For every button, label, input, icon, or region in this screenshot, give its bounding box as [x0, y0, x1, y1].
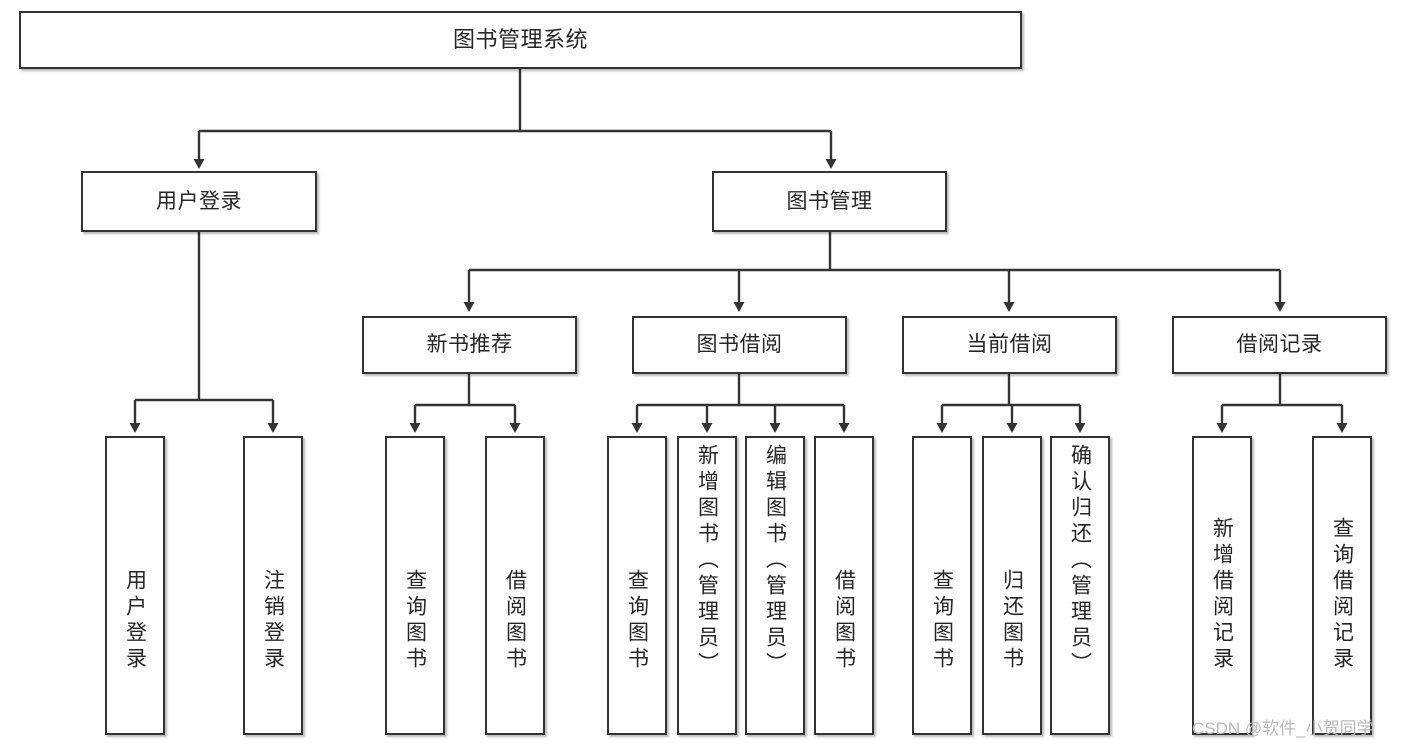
leaf-query-book-borrow[interactable]: 查询图书: [607, 436, 667, 735]
node-root[interactable]: 图书管理系统: [19, 11, 1022, 69]
node-current-borrow[interactable]: 当前借阅: [902, 316, 1117, 374]
node-borrow-record-label: 借阅记录: [1236, 333, 1323, 357]
leaf-query-book-recommend[interactable]: 查询图书: [385, 436, 445, 735]
leaf-query-book-recommend-label: 查询图书: [403, 569, 427, 673]
node-book-management[interactable]: 图书管理: [712, 171, 947, 232]
leaf-borrow-book-label: 借阅图书: [832, 569, 856, 673]
leaf-confirm-return-admin-label: 确认归还（管理员）: [1068, 444, 1092, 678]
node-root-label: 图书管理系统: [452, 26, 588, 52]
node-user-login[interactable]: 用户登录: [81, 171, 317, 232]
leaf-query-book-current-label: 查询图书: [930, 569, 954, 673]
leaf-user-login-label: 用户登录: [123, 569, 147, 673]
node-book-borrow-label: 图书借阅: [696, 333, 783, 357]
leaf-edit-book-admin[interactable]: 编辑图书（管理员）: [745, 436, 805, 735]
node-user-login-label: 用户登录: [156, 189, 242, 213]
leaf-user-login[interactable]: 用户登录: [105, 436, 165, 735]
node-borrow-record[interactable]: 借阅记录: [1172, 316, 1387, 374]
node-book-management-label: 图书管理: [786, 189, 873, 213]
leaf-edit-book-admin-label: 编辑图书（管理员）: [763, 444, 787, 678]
leaf-add-book-admin[interactable]: 新增图书（管理员）: [677, 436, 737, 735]
leaf-query-book-borrow-label: 查询图书: [625, 569, 649, 673]
leaf-query-borrow-record-label: 查询借阅记录: [1330, 517, 1354, 673]
leaf-borrow-book-recommend[interactable]: 借阅图书: [485, 436, 545, 735]
leaf-add-book-admin-label: 新增图书（管理员）: [695, 444, 719, 678]
leaf-confirm-return-admin[interactable]: 确认归还（管理员）: [1050, 436, 1110, 735]
leaf-query-borrow-record[interactable]: 查询借阅记录: [1312, 436, 1372, 735]
node-book-borrow[interactable]: 图书借阅: [632, 316, 847, 374]
leaf-logout-login[interactable]: 注销登录: [243, 436, 303, 735]
leaf-return-book-label: 归还图书: [1000, 569, 1024, 673]
node-new-book-recommend[interactable]: 新书推荐: [362, 316, 577, 374]
leaf-borrow-book-recommend-label: 借阅图书: [503, 569, 527, 673]
leaf-add-borrow-record-label: 新增借阅记录: [1210, 517, 1234, 673]
node-current-borrow-label: 当前借阅: [966, 333, 1053, 357]
node-new-book-recommend-label: 新书推荐: [426, 333, 513, 357]
leaf-borrow-book[interactable]: 借阅图书: [814, 436, 874, 735]
leaf-query-book-current[interactable]: 查询图书: [912, 436, 972, 735]
leaf-return-book[interactable]: 归还图书: [982, 436, 1042, 735]
leaf-add-borrow-record[interactable]: 新增借阅记录: [1192, 436, 1252, 735]
leaf-logout-login-label: 注销登录: [261, 569, 285, 673]
